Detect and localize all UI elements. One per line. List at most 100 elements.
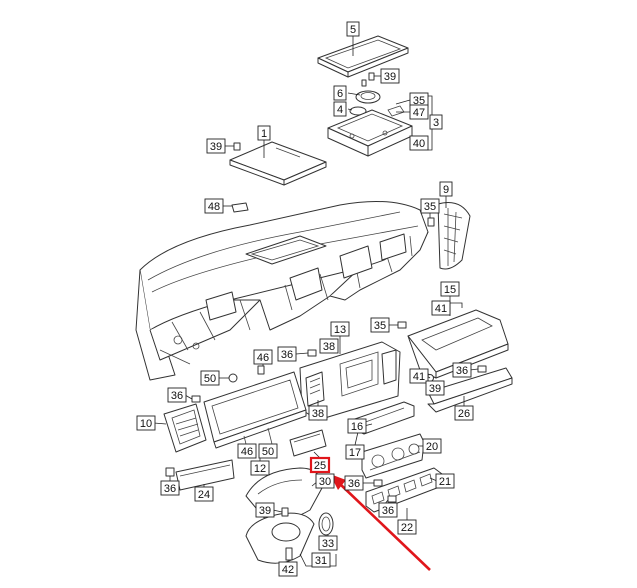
- callout-46: 46: [253, 349, 273, 365]
- callout-41: 41: [431, 300, 451, 316]
- callout-number: 46: [257, 352, 269, 364]
- callout-box: [431, 300, 451, 316]
- callout-25: 25: [309, 456, 331, 474]
- callout-number: 25: [314, 460, 326, 472]
- callout-number: 33: [322, 538, 334, 550]
- callout-13: 13: [330, 321, 350, 337]
- callout-number: 30: [319, 476, 331, 488]
- callout-number: 10: [140, 418, 152, 430]
- callout-box: [167, 387, 187, 403]
- callout-number: 39: [210, 141, 222, 153]
- part-6-speaker: [349, 79, 381, 116]
- callout-36: 36: [167, 387, 187, 403]
- callout-box: [253, 349, 273, 365]
- callout-36: 36: [160, 480, 180, 496]
- callout-box: [194, 486, 214, 502]
- callout-15: 15: [440, 281, 460, 297]
- screw-39-d: [281, 507, 289, 517]
- clip-36-e: [165, 467, 175, 477]
- callout-number: 36: [164, 483, 176, 495]
- callout-box: [330, 321, 350, 337]
- callout-number: 15: [444, 284, 456, 296]
- part-13-center-bezel: [299, 341, 401, 421]
- callout-box: [200, 370, 220, 386]
- callout-12: 12: [250, 460, 270, 476]
- callout-box: [160, 480, 180, 496]
- callout-number: 40: [413, 138, 425, 150]
- callout-box: [347, 418, 367, 434]
- callout-box: [277, 346, 297, 362]
- callout-number: 3: [433, 117, 439, 129]
- dashboard-carrier: [135, 200, 429, 381]
- part-20-climate-control: [361, 433, 425, 479]
- callout-number: 31: [315, 555, 327, 567]
- callout-number: 36: [382, 505, 394, 517]
- callout-50: 50: [200, 370, 220, 386]
- callout-40: 40: [409, 135, 429, 151]
- part-26-trim: [427, 367, 513, 413]
- clip-36-a: [307, 349, 317, 357]
- callout-box: [454, 405, 474, 421]
- callout-number: 35: [413, 95, 425, 107]
- callout-box: [257, 125, 271, 141]
- callout-box: [439, 181, 453, 197]
- callout-box: [258, 443, 278, 459]
- callout-33: 33: [318, 535, 338, 551]
- callout-number: 9: [443, 184, 449, 196]
- callout-35: 35: [370, 317, 390, 333]
- callout-number: 38: [312, 408, 324, 420]
- callout-box: [311, 552, 331, 568]
- callout-22: 22: [397, 519, 417, 535]
- callout-box: [420, 198, 440, 214]
- callout-number: 36: [171, 390, 183, 402]
- callout-35: 35: [409, 92, 429, 108]
- callout-number: 36: [348, 478, 360, 490]
- callout-46: 46: [237, 443, 257, 459]
- callout-4: 4: [333, 101, 347, 117]
- callout-20: 20: [422, 438, 442, 454]
- callout-number: 21: [439, 476, 451, 488]
- callout-number: 1: [261, 128, 267, 140]
- callout-number: 6: [337, 88, 343, 100]
- callout-box: [237, 443, 257, 459]
- clip-46: [257, 365, 265, 375]
- callout-box: [370, 317, 390, 333]
- callout-3: 3: [429, 114, 443, 130]
- part-5-top-cover: [317, 35, 409, 78]
- callout-box: [378, 502, 398, 518]
- callout-number: 5: [350, 24, 356, 36]
- callout-17: 17: [345, 444, 365, 460]
- callout-box: [346, 21, 360, 37]
- callout-1: 1: [257, 125, 271, 141]
- callout-38: 38: [308, 405, 328, 421]
- callout-39: 39: [206, 138, 226, 154]
- callout-number: 16: [351, 421, 363, 433]
- callout-box: [315, 473, 335, 489]
- callout-box: [425, 380, 445, 396]
- callout-number: 35: [424, 201, 436, 213]
- callout-box: [333, 85, 347, 101]
- callout-39: 39: [380, 68, 400, 84]
- callout-24: 24: [194, 486, 214, 502]
- callout-35: 35: [420, 198, 440, 214]
- callout-36: 36: [344, 475, 364, 491]
- callout-38: 38: [319, 338, 339, 354]
- callout-number: 24: [198, 489, 210, 501]
- screw-35-c: [397, 321, 407, 329]
- callout-box: [333, 101, 347, 117]
- callout-number: 36: [456, 365, 468, 377]
- callout-box: [452, 362, 472, 378]
- callout-number: 46: [241, 446, 253, 458]
- callout-5: 5: [346, 21, 360, 37]
- screw-39-a: [233, 142, 241, 151]
- screw-39-b: [368, 72, 375, 81]
- callout-number: 38: [323, 341, 335, 353]
- callout-box: [308, 405, 328, 421]
- callout-39: 39: [425, 380, 445, 396]
- callout-36: 36: [277, 346, 297, 362]
- callout-number: 50: [262, 446, 274, 458]
- callout-box: [136, 415, 156, 431]
- callout-number: 13: [334, 324, 346, 336]
- callout-box: [397, 519, 417, 535]
